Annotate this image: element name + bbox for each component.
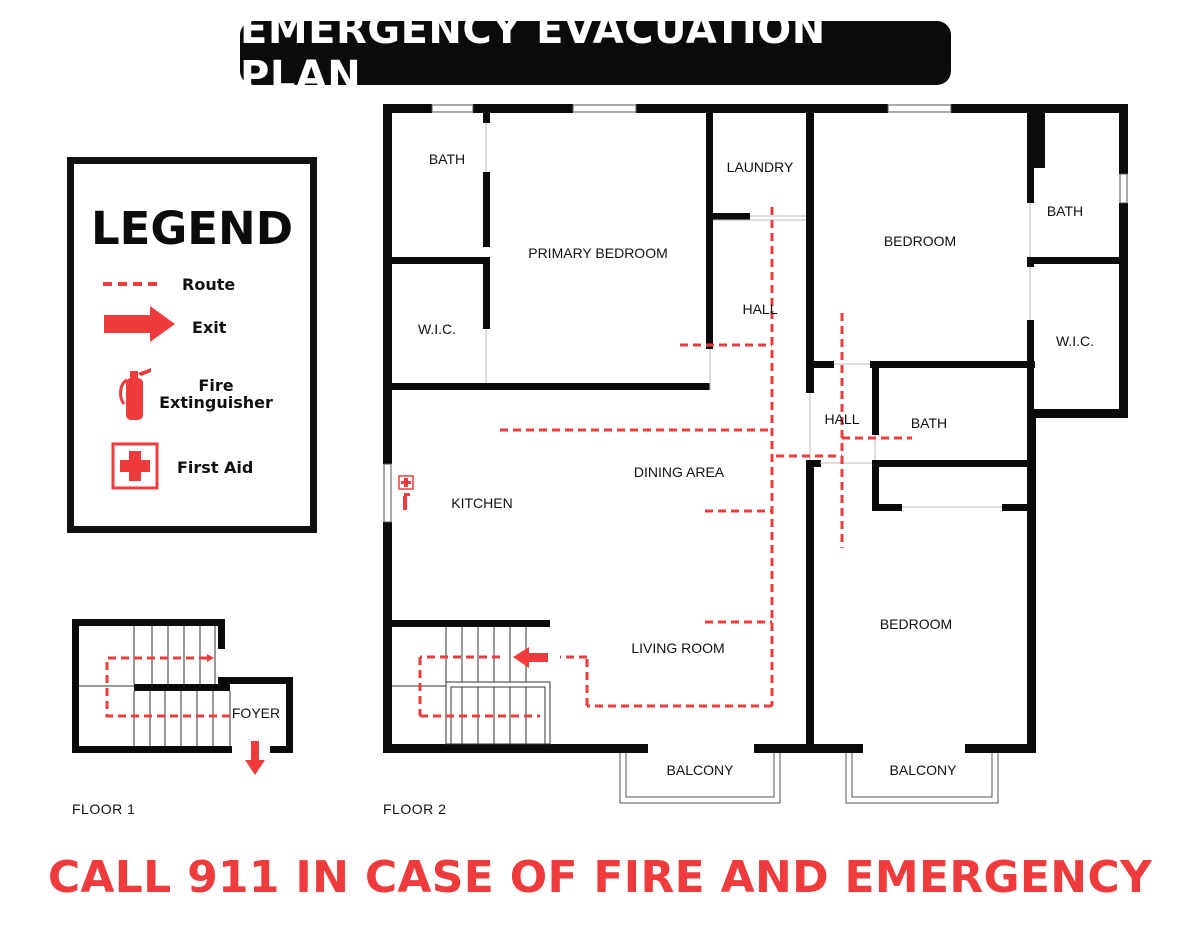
room-label-bath-top-left: BATH <box>429 151 465 167</box>
legend-extinguisher-label: Fire Extinguisher <box>159 376 273 412</box>
room-label-bath-center: BATH <box>911 415 947 431</box>
floor-1-plan: FOYER FLOOR 1 <box>72 619 293 817</box>
room-label-balcony-left: BALCONY <box>667 762 735 778</box>
room-label-bath-top-right: BATH <box>1047 203 1083 219</box>
room-label-dining-area: DINING AREA <box>634 464 725 480</box>
floor-2-plan: BATH PRIMARY BEDROOM LAUNDRY BEDROOM BAT… <box>383 104 1128 817</box>
room-label-balcony-right: BALCONY <box>890 762 958 778</box>
room-label-kitchen: KITCHEN <box>451 495 512 511</box>
room-label-foyer: FOYER <box>232 705 280 721</box>
legend-exit-label: Exit <box>192 318 227 337</box>
room-label-wic-right: W.I.C. <box>1056 333 1094 349</box>
floor-2-label: FLOOR 2 <box>383 801 446 817</box>
exit-arrow-icon <box>104 306 175 342</box>
room-label-hall-center: HALL <box>824 411 859 427</box>
kitchen-first-aid-icon <box>398 475 414 490</box>
legend: LEGEND Route Exit Fire Extinguisher Firs… <box>67 157 317 533</box>
first-aid-icon <box>111 442 159 490</box>
legend-first-aid-label: First Aid <box>177 458 254 477</box>
floor-1-label: FLOOR 1 <box>72 801 135 817</box>
kitchen-fire-extinguisher-icon <box>403 493 410 510</box>
floor-1-exit-arrow-icon <box>245 741 265 775</box>
legend-route-label: Route <box>182 275 236 294</box>
room-label-bedroom-top: BEDROOM <box>884 233 956 249</box>
floor-2-routes <box>418 207 912 718</box>
fire-extinguisher-icon <box>119 368 151 420</box>
room-label-hall-upper: HALL <box>742 301 777 317</box>
dashed-route-icon <box>103 282 163 286</box>
room-label-bedroom-bottom: BEDROOM <box>880 616 952 632</box>
room-label-primary-bedroom: PRIMARY BEDROOM <box>528 245 668 261</box>
room-label-laundry: LAUNDRY <box>727 159 794 175</box>
emergency-call-banner: CALL 911 IN CASE OF FIRE AND EMERGENCY <box>47 852 1153 903</box>
room-label-wic-left: W.I.C. <box>418 321 456 337</box>
floor-2-exit-arrow-icon <box>513 647 548 668</box>
legend-heading: LEGEND <box>90 202 294 255</box>
room-label-living-room: LIVING ROOM <box>631 640 724 656</box>
